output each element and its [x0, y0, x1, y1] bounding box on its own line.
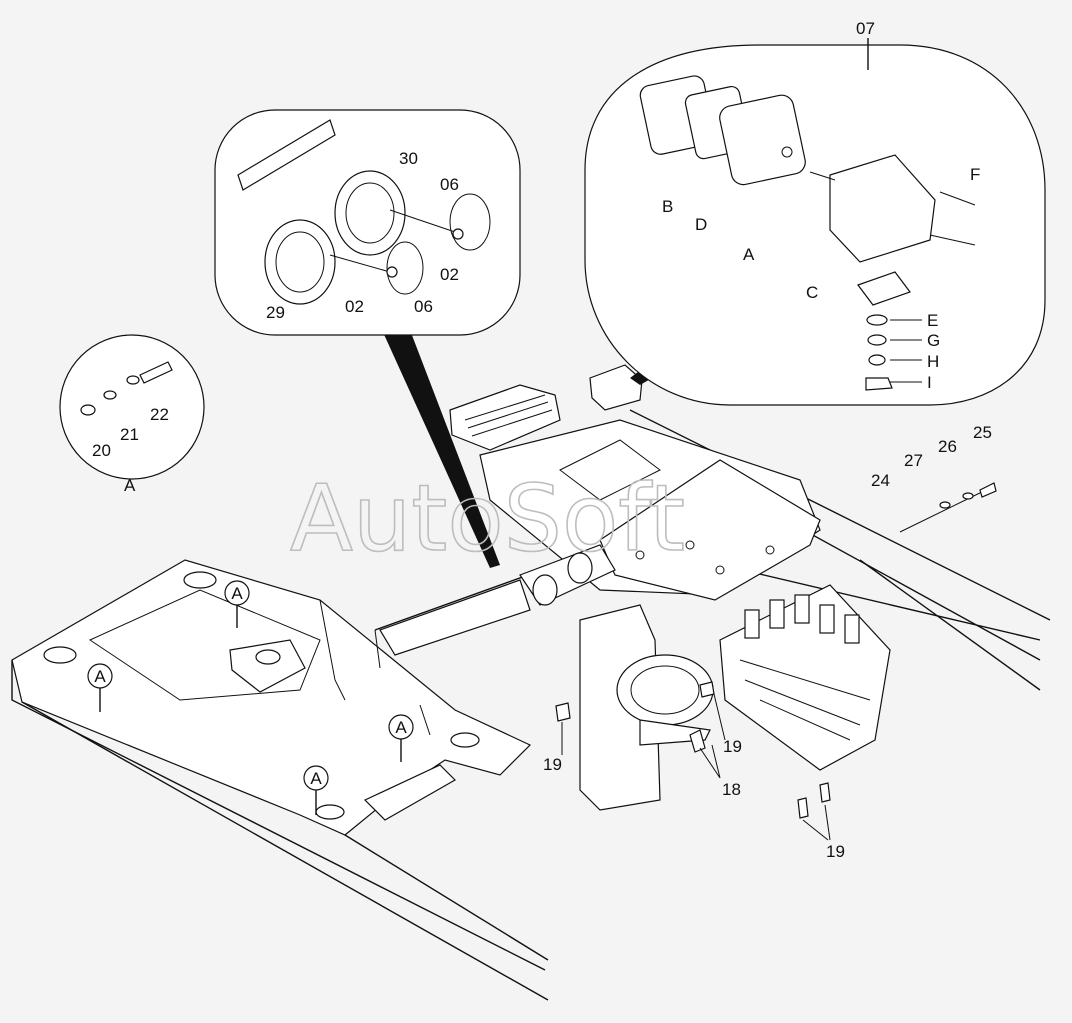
- light-part-C: C: [806, 283, 818, 302]
- light-part-A: A: [743, 245, 755, 264]
- upper-frame: [11, 409, 1051, 1001]
- part-number-29: 29: [266, 303, 285, 322]
- part-number-26: 26: [938, 437, 957, 456]
- part-number-19: 19: [543, 755, 562, 774]
- hardware-I: I: [927, 373, 932, 392]
- part-number-02: 02: [345, 297, 364, 316]
- horn-detail-pointer: [382, 330, 500, 568]
- frame-marker-label: A: [231, 584, 243, 603]
- hardware-H: H: [927, 352, 939, 371]
- part-number-24: 24: [871, 471, 890, 490]
- light-part-B: B: [662, 197, 673, 216]
- part-number-18: 18: [722, 780, 741, 799]
- part-number-22: 22: [150, 405, 169, 424]
- part-number-20: 20: [92, 441, 111, 460]
- step-bracket-assembly: [379, 364, 821, 656]
- detail-a-label: A: [124, 476, 136, 495]
- part-number-19: 19: [723, 737, 742, 756]
- part-number-19: 19: [826, 842, 845, 861]
- frame-marker-label: A: [94, 667, 106, 686]
- frame-marker-1: A: [224, 580, 250, 628]
- control-valve-assembly: 19 19 18 19: [543, 584, 891, 861]
- part-number-25: 25: [973, 423, 992, 442]
- watermark: AutoSoft: [290, 465, 685, 572]
- frame-bolt-set: 24 27 26 25: [871, 423, 997, 533]
- frame-marker-2: A: [87, 663, 113, 712]
- part-number-02: 02: [440, 265, 459, 284]
- frame-marker-4: A: [303, 765, 329, 815]
- light-part-F: F: [970, 165, 980, 184]
- frame-marker-label: A: [310, 769, 322, 788]
- hardware-G: G: [927, 331, 940, 350]
- frame-marker-label: A: [395, 718, 407, 737]
- frame-marker-3: A: [388, 714, 414, 762]
- part-number-27: 27: [904, 451, 923, 470]
- light-detail-bubble: 07 B D A C F E G H I: [584, 19, 1046, 406]
- horn-detail-bubble: 30 06 02 29 02 06: [214, 109, 521, 336]
- part-number-30: 30: [399, 149, 418, 168]
- part-number-06: 06: [440, 175, 459, 194]
- detail-a-bubble: 22 21 20 A: [59, 334, 205, 495]
- part-number-06: 06: [414, 297, 433, 316]
- part-number-07: 07: [856, 19, 875, 38]
- light-part-D: D: [695, 215, 707, 234]
- hardware-E: E: [927, 311, 938, 330]
- part-number-21: 21: [120, 425, 139, 444]
